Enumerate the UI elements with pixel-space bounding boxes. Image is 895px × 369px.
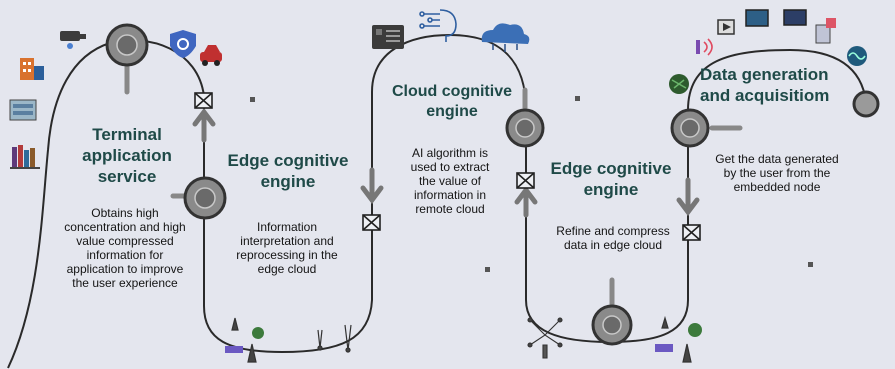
packet-2 (362, 214, 381, 231)
edge-engine-1-description: Information interpretation and reprocess… (236, 220, 338, 276)
building-icon (20, 58, 44, 80)
media-icon (717, 9, 836, 44)
server-icon (9, 99, 37, 121)
node-cloud (505, 108, 545, 148)
cloud-engine-description: AI algorithm is used to extract the valu… (410, 146, 490, 216)
flow-path (7, 33, 867, 369)
node-edge-2 (591, 304, 633, 346)
gear-shield-icon (170, 30, 196, 58)
packet-boxes (194, 92, 701, 241)
satellite-icon (527, 317, 563, 359)
node-edge-1 (183, 176, 227, 220)
data-generation-description: Get the data generated by the user from … (715, 152, 839, 194)
arrow-up-2 (514, 185, 538, 218)
books-icon (10, 145, 40, 169)
packet-1 (194, 92, 213, 109)
edge-engine-2-title: Edge cognitive engine (550, 159, 672, 199)
decor-dots (250, 96, 813, 272)
edge-engine-1-title: Edge cognitive engine (227, 151, 349, 191)
data-generation-title: Data generation and acquisitiom (700, 65, 830, 105)
router-icon (372, 25, 404, 49)
car-icon (200, 45, 222, 66)
edge-engine-2-description: Refine and compress data in edge cloud (556, 224, 670, 252)
camera-icon (60, 31, 86, 49)
packet-4 (682, 224, 701, 241)
arrow-down-1 (360, 167, 384, 205)
cloud-icon (481, 23, 530, 52)
brain-icon (419, 9, 457, 42)
arrow-up-1 (192, 107, 216, 143)
node-end (852, 90, 880, 118)
flow-arrows (192, 107, 700, 218)
terminal-description: Obtains high concentration and high valu… (64, 206, 186, 290)
arrow-down-2 (676, 177, 700, 217)
cloud-engine-title: Cloud cognitive engine (392, 83, 512, 120)
terminal-title: Terminal application service (82, 125, 172, 186)
antenna-icon (225, 315, 702, 363)
node-data (670, 108, 710, 148)
sensor-icon (669, 38, 867, 94)
packet-3 (516, 172, 535, 189)
node-terminal (105, 23, 149, 67)
nodes (105, 23, 880, 346)
